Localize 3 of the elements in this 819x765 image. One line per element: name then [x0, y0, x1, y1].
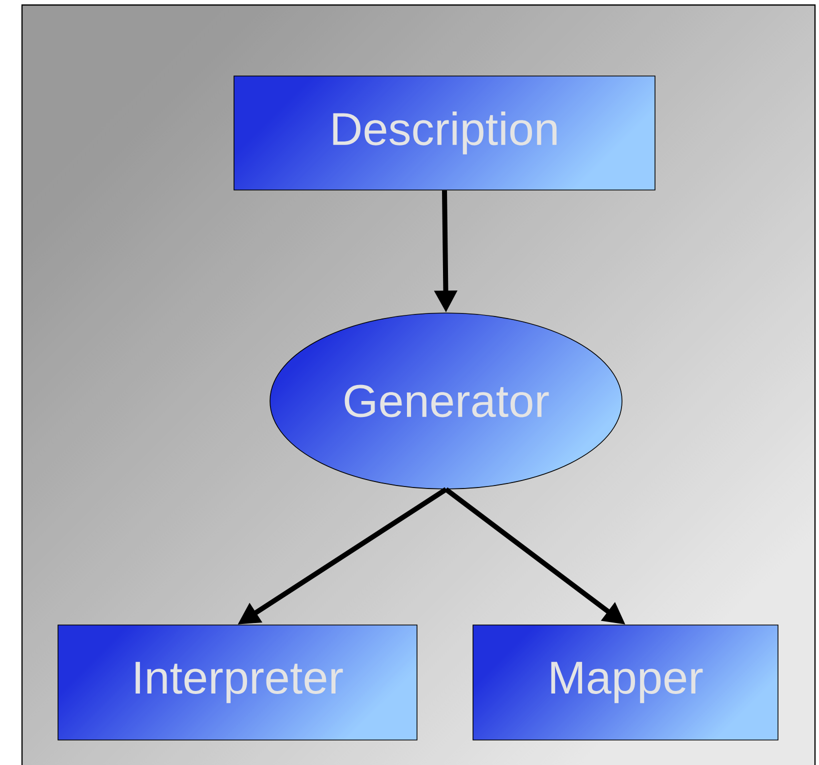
process-box: Mapper	[472, 624, 778, 740]
process-box: Interpreter	[58, 624, 418, 740]
process-box: Description	[234, 76, 656, 190]
